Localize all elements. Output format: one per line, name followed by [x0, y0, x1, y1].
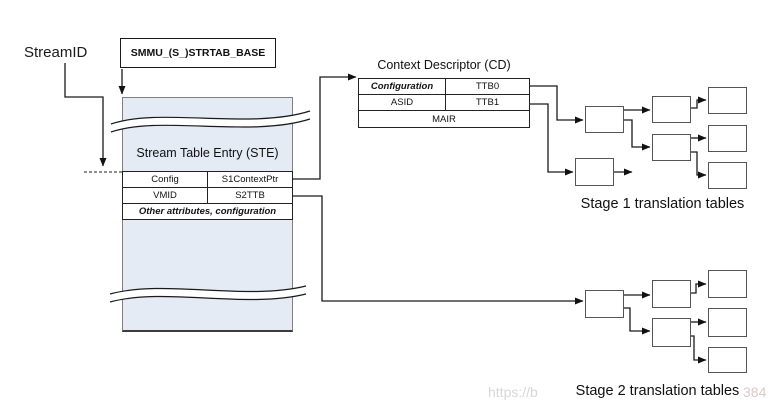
cd-field-table: Configuration TTB0 ASID TTB1 MAIR — [358, 78, 530, 128]
cd-title: Context Descriptor (CD) — [377, 58, 511, 72]
ste-config-cell: Config — [123, 172, 208, 187]
stage1-table-l3c — [708, 162, 747, 189]
s1-b2-c3 — [690, 151, 707, 179]
stage2-caption: Stage 2 translation tables — [575, 383, 740, 399]
stage2-table-l2a — [652, 280, 691, 308]
streamid-arrow — [64, 63, 107, 167]
watermark-fragment-left: https://b — [488, 384, 538, 400]
ste-row-config: Config S1ContextPtr — [122, 171, 293, 188]
ste-field-table: Config S1ContextPtr VMID S2TTB Other att… — [122, 171, 293, 220]
watermark-fragment-right: 384 — [743, 384, 767, 400]
cd-asid-cell: ASID — [359, 95, 446, 110]
cd-mair-cell: MAIR — [432, 113, 456, 125]
ttb0-to-stage1-arrow — [529, 85, 584, 124]
stage2-table-l3b — [708, 308, 747, 337]
s2ttb-to-stage2-arrow — [293, 195, 584, 305]
cd-ttb1-cell: TTB1 — [475, 97, 500, 108]
stage1-table-l1b — [575, 158, 614, 186]
ste-row-vmid: VMID S2TTB — [122, 187, 293, 204]
cd-row-mair: MAIR — [358, 110, 530, 128]
s2-b1-c1 — [690, 280, 707, 294]
ste-attributes-cell: Other attributes, configuration — [138, 206, 277, 217]
stage2-table-l3c — [708, 347, 747, 373]
streamid-label: StreamID — [24, 44, 88, 61]
s1-b1-c1 — [690, 96, 707, 109]
stage1-table-l3a — [708, 87, 747, 114]
stage2-table-l3a — [708, 270, 747, 298]
stage1-table-l3b — [708, 125, 747, 152]
ste-s2ttb-cell: S2TTB — [235, 190, 265, 201]
s2-a1-b2 — [623, 307, 651, 335]
s2-b2-c3 — [690, 335, 707, 364]
stage1-table-l2a — [652, 96, 691, 123]
stage1-table-l2b — [652, 134, 691, 161]
cd-ttb0-cell: TTB0 — [475, 81, 500, 92]
cd-row-asid: ASID TTB1 — [358, 94, 530, 111]
s1-a1-b2 — [623, 119, 651, 151]
stage2-table-l1 — [585, 290, 624, 318]
ste-vmid-cell: VMID — [123, 188, 208, 203]
stage2-table-l2b — [652, 318, 691, 347]
ttb1-to-stage1-arrow — [529, 103, 574, 176]
cd-configuration-cell: Configuration — [359, 79, 446, 94]
stage1-table-l1 — [585, 106, 624, 133]
strtab-base-label: SMMU_(S_)STRTAB_BASE — [130, 47, 266, 59]
cd-row-configuration: Configuration TTB0 — [358, 78, 530, 95]
ste-s1contextptr-cell: S1ContextPtr — [221, 174, 279, 185]
ste-row-attributes: Other attributes, configuration — [122, 203, 293, 220]
strtab-base-register-box: SMMU_(S_)STRTAB_BASE — [120, 38, 276, 68]
s1contextptr-to-cd-arrow — [293, 73, 357, 180]
stage1-caption: Stage 1 translation tables — [580, 196, 745, 212]
ste-title: Stream Table Entry (STE) — [136, 146, 279, 160]
